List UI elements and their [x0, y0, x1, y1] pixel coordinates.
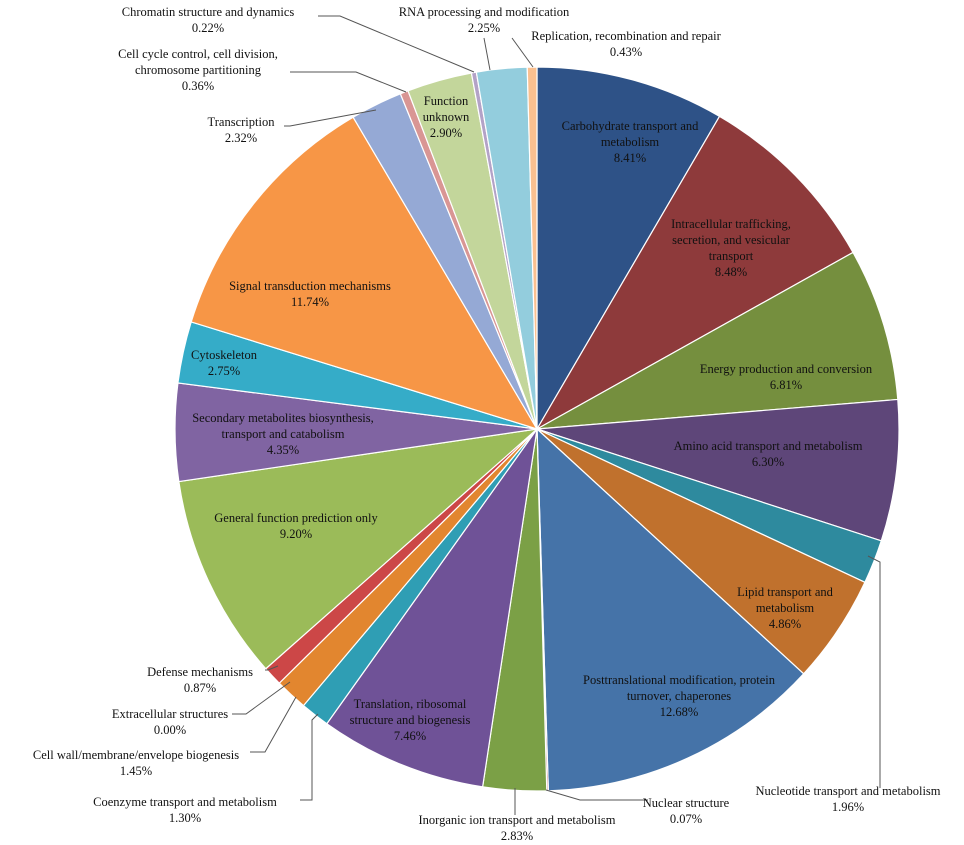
- pie-slice: [536, 251, 899, 430]
- pie-slice: [526, 66, 538, 430]
- leader-line: [318, 15, 475, 73]
- leader-line: [867, 555, 881, 788]
- pie-slice: [536, 398, 900, 542]
- pie-slice: [535, 115, 854, 431]
- leader-line: [483, 37, 491, 71]
- leader-line: [284, 109, 377, 127]
- leader-line: [250, 696, 297, 753]
- pie-slice: [536, 66, 721, 432]
- slice-label: Secondary metabolites biosynthesis,trans…: [192, 411, 374, 457]
- leader-line: [232, 681, 291, 715]
- pie-slice: [178, 428, 539, 670]
- leader-line: [511, 37, 534, 68]
- slice-label: Cell cycle control, cell division,chromo…: [118, 47, 278, 93]
- pie-slice: [536, 427, 805, 792]
- pie-slices: [174, 66, 900, 792]
- pie-slice: [325, 428, 538, 788]
- leader-line: [300, 713, 319, 801]
- leader-lines: [232, 15, 881, 815]
- pie-slice: [190, 116, 539, 431]
- slice-label: Intracellular trafficking,secretion, and…: [671, 217, 791, 279]
- leader-line: [265, 665, 279, 671]
- leader-line: [545, 789, 648, 801]
- leader-line: [290, 71, 407, 93]
